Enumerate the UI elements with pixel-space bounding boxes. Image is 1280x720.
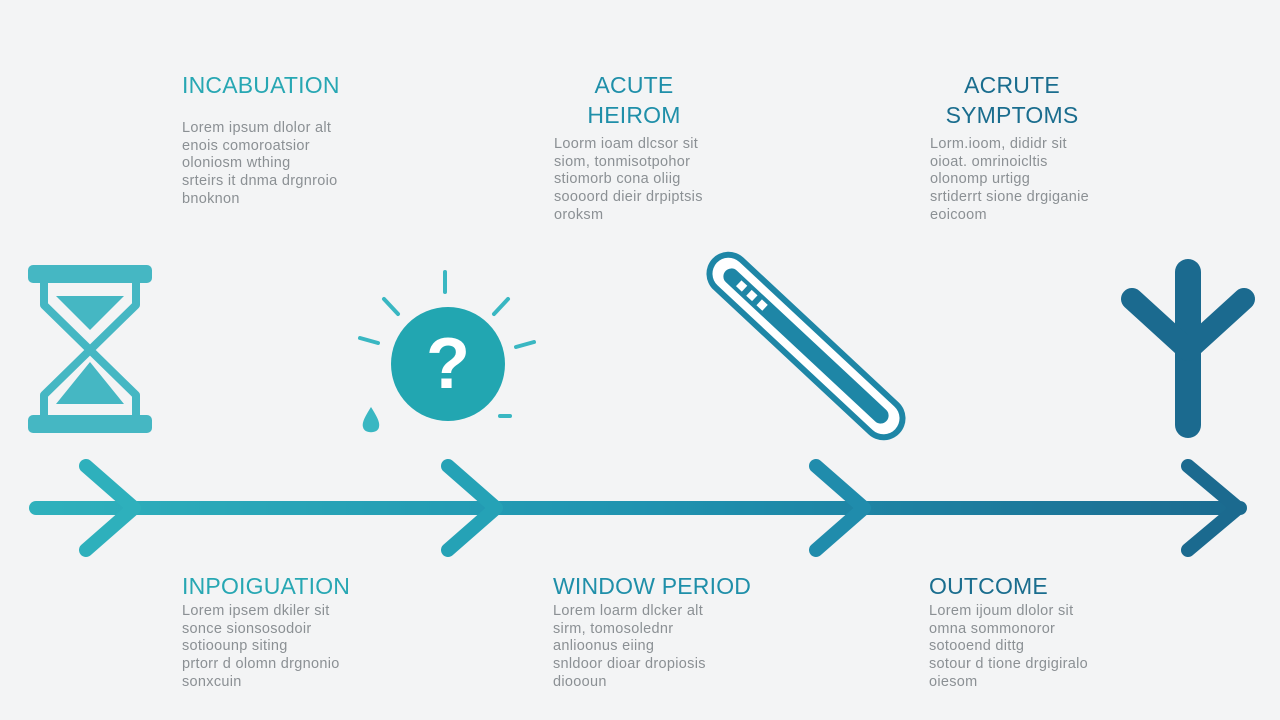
section-title: INCABUATION — [182, 72, 340, 98]
section-title: ACUTE HEIROM — [554, 70, 714, 130]
description-line: eoicoom — [930, 206, 987, 223]
hourglass-icon — [28, 265, 152, 433]
description-line: anlioonus eiing — [553, 638, 655, 655]
description-line: Loorm ioam dlcsor sit — [554, 136, 699, 152]
bottom-section-window-period: WINDOW PERIOD Lorem loarm dlcker alt sir… — [553, 571, 751, 692]
description-line: snldoor dioar dropiosis — [553, 656, 706, 673]
section-title-line: ACRUTE — [964, 72, 1060, 98]
question-sun-icon: ? — [358, 270, 536, 433]
section-title-line: SYMPTOMS — [945, 102, 1079, 128]
section-description: Lorm.ioom, dididr sit oioat. omrinoiclti… — [930, 136, 1130, 225]
description-line: sotooend dittg — [929, 638, 1025, 655]
description-line: omna sommonoror — [929, 620, 1056, 637]
description-line: sotioounp siting — [182, 638, 288, 655]
section-description: Loorm ioam dlcsor sit siom, tonmisotpoho… — [554, 136, 744, 225]
timeline-arrow-3 — [809, 459, 871, 557]
description-line: Lorem ipsum dlolor alt — [182, 120, 332, 136]
description-line: oioat. omrinoicltis — [930, 153, 1048, 170]
section-description: Lorem loarm dlcker alt sirm, tomosolednr… — [553, 603, 751, 692]
description-line: sonce sionsosodoir — [182, 620, 312, 637]
section-title: OUTCOME — [929, 573, 1048, 599]
description-line: sotour d tione drgigiralo — [929, 656, 1089, 673]
section-title: INPOIGUATION — [182, 573, 351, 599]
section-description: Lorem ijoum dlolor sit omna sommonoror s… — [929, 603, 1088, 692]
description-line: bnoknon — [182, 190, 240, 207]
description-line: oloniosm wthing — [182, 155, 291, 172]
section-title-line: HEIROM — [587, 102, 681, 128]
outcome-y-icon — [1121, 259, 1255, 438]
description-line: soooord dieir drpiptsis — [554, 189, 703, 206]
thermometer-icon — [706, 251, 906, 441]
description-line: sirm, tomosolednr — [553, 620, 674, 637]
top-section-acute: ACUTE HEIROM Loorm ioam dlcsor sit siom,… — [554, 70, 744, 225]
description-line: Lorm.ioom, dididr sit — [930, 136, 1067, 152]
section-description: Lorem ipsum dlolor alt enois comoroatsio… — [182, 120, 340, 209]
description-line: oroksm — [554, 206, 604, 223]
description-line: Lorem loarm dlcker alt — [553, 603, 704, 619]
timeline-arrowhead — [1181, 459, 1245, 557]
bottom-section-inpoiguation: INPOIGUATION Lorem ipsem dkiler sit sonc… — [182, 571, 350, 692]
description-line: oiesom — [929, 673, 978, 690]
section-title-line: ACUTE — [594, 72, 674, 98]
description-line: stiomorb cona oliig — [554, 171, 681, 188]
section-title: WINDOW PERIOD — [553, 573, 752, 599]
description-line: srtiderrt sione drgiganie — [930, 189, 1090, 206]
top-section-incubation: INCABUATION Lorem ipsum dlolor alt enois… — [182, 70, 340, 209]
description-line: prtorr d olomn drgnonio — [182, 656, 340, 673]
description-line: Lorem ijoum dlolor sit — [929, 603, 1074, 619]
description-line: srteirs it dnma drgnroio — [182, 173, 338, 190]
description-line: olonomp urtigg — [930, 171, 1031, 188]
description-line: Lorem ipsem dkiler sit — [182, 603, 330, 619]
section-description: Lorem ipsem dkiler sit sonce sionsosodoi… — [182, 603, 350, 692]
description-line: enois comoroatsior — [182, 137, 310, 154]
svg-text:?: ? — [426, 324, 470, 404]
description-line: dioooun — [553, 673, 607, 690]
description-line: sonxcuin — [182, 673, 242, 690]
bottom-section-outcome: OUTCOME Lorem ijoum dlolor sit omna somm… — [929, 571, 1088, 692]
top-section-acrute-symptoms: ACRUTE SYMPTOMS Lorm.ioom, dididr sit oi… — [930, 70, 1130, 225]
description-line: siom, tonmisotpohor — [554, 153, 691, 170]
section-title: ACRUTE SYMPTOMS — [932, 70, 1092, 130]
timeline-arrow-1 — [79, 459, 141, 557]
timeline-arrow-2 — [441, 459, 503, 557]
